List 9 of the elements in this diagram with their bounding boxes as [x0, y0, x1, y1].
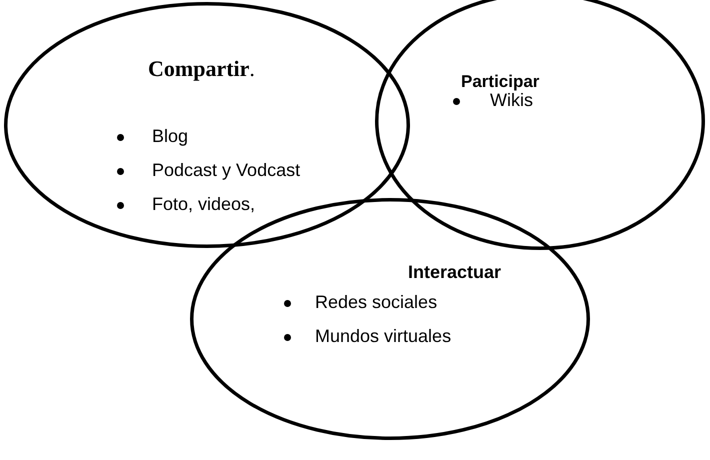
- set-heading: Interactuar: [408, 262, 502, 284]
- list-item: Redes sociales: [315, 292, 438, 314]
- list-item: Mundos virtuales: [315, 326, 452, 348]
- list-item: Wikis: [490, 90, 533, 112]
- set-heading: Participar: [461, 72, 540, 92]
- list-item: Foto, videos,: [152, 194, 256, 216]
- list-item: Podcast y Vodcast: [152, 160, 300, 182]
- list-item: Blog: [152, 126, 188, 148]
- set-heading: Compartir.: [148, 56, 255, 82]
